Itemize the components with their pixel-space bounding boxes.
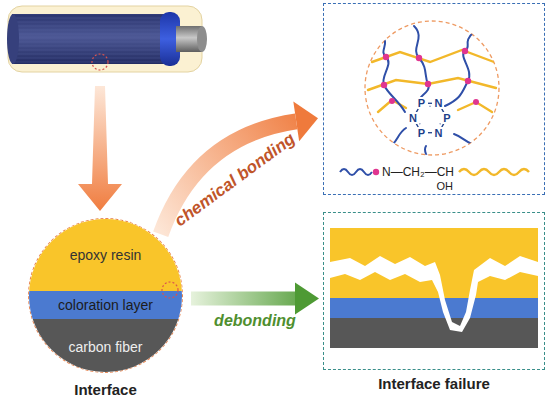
- ring-double-bond: [430, 106, 431, 107]
- ring-bond: [428, 132, 432, 133]
- edge-label: chemical bonding: [171, 129, 299, 231]
- ring-double-bond: [419, 123, 421, 125]
- ring-atom: P: [442, 112, 451, 124]
- detail-marker: [162, 282, 178, 298]
- circle-clip: epoxy resin coloration layer carbon fiber: [28, 218, 183, 373]
- crosslink-dot: [389, 98, 395, 104]
- resin-band: epoxy resin: [29, 219, 182, 291]
- ring-atom: N: [434, 97, 444, 109]
- crosslink-dot-key: [373, 169, 379, 175]
- polymer-chain: [384, 128, 406, 148]
- ring-double-bond: [439, 123, 441, 125]
- crosslink-dot: [425, 81, 431, 87]
- node-label: Interface failure: [378, 375, 490, 393]
- fiber-body: [12, 14, 168, 64]
- network-zoom-circle: [365, 21, 499, 155]
- arrow-head: [293, 102, 318, 142]
- polymer-chain: [414, 26, 429, 100]
- carbon-fiber-layer: [330, 318, 538, 348]
- node-label: epoxy resin: [70, 247, 142, 263]
- crack: [330, 256, 538, 332]
- core-end: [197, 26, 207, 52]
- node-label: carbon fiber: [69, 339, 143, 355]
- fiber-band: carbon fiber: [29, 319, 182, 373]
- polymer-chain: [454, 134, 486, 145]
- ring-atom: N: [408, 112, 418, 124]
- ring-atom: N: [434, 127, 444, 139]
- crosslink-dot: [462, 48, 468, 54]
- epoxy-chain-key: [459, 169, 529, 175]
- outer-resin-tube: [8, 6, 202, 72]
- connector-arrow: [161, 102, 318, 235]
- fiber-end: [7, 14, 19, 64]
- detail-marker: [92, 54, 108, 70]
- crosslink-dot: [416, 55, 422, 61]
- node-label: coloration layer: [58, 297, 153, 313]
- ring-atom: P: [417, 97, 426, 109]
- connector-body: [191, 292, 295, 306]
- polymer-chain-key: [340, 169, 372, 175]
- polymer-chain: [380, 34, 405, 112]
- crosslink-dot: [383, 54, 389, 60]
- interface-circle: epoxy resincoloration layercarbon fiberI…: [28, 218, 183, 373]
- arrow-head: [295, 283, 319, 315]
- failure-zoom-box: Interface failure: [323, 212, 545, 370]
- epoxy-chain: [372, 50, 494, 62]
- coloration-band: coloration layer: [29, 291, 182, 319]
- node-label: Interface: [74, 381, 137, 399]
- crosslink-dot: [381, 82, 387, 88]
- epoxy-chain: [368, 78, 496, 90]
- crosslink-dot: [465, 78, 471, 84]
- polymer-chain: [445, 32, 474, 106]
- node-label: N—CH₂—CH: [382, 165, 454, 179]
- zoom-arrow: [78, 86, 122, 211]
- edge-label: debonding: [214, 311, 296, 331]
- crosslink-dot: [473, 99, 479, 105]
- coloration-layer: [330, 298, 538, 318]
- fiber-texture: [12, 14, 168, 64]
- ring-atom: P: [417, 127, 426, 139]
- polymer-chain: [425, 146, 427, 162]
- ring-bond: [428, 103, 432, 104]
- connector-arrow: [191, 283, 319, 315]
- node-label: OH: [437, 180, 454, 192]
